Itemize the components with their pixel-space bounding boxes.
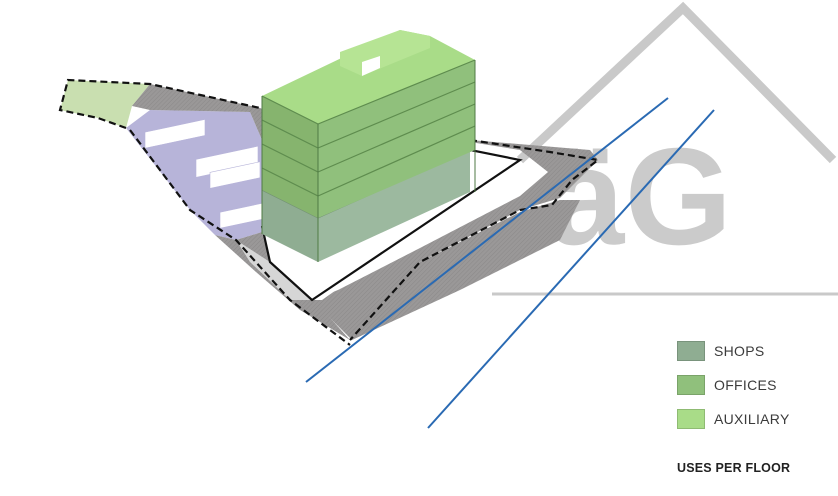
offices-swatch: [677, 375, 705, 395]
pavement-grey: [236, 240, 312, 300]
shops-front: [318, 150, 470, 262]
logo-text: äG: [548, 120, 732, 274]
parking-bays: [144, 119, 265, 229]
garden-area: [60, 80, 150, 128]
legend: SHOPS OFFICES AUXILIARY: [677, 340, 827, 442]
legend-label: SHOPS: [714, 343, 765, 359]
property-dashed-boundary: [58, 78, 601, 346]
auxiliary-swatch: [677, 409, 705, 429]
legend-item-shops: SHOPS: [677, 340, 827, 362]
roof-outline: [516, 1, 837, 164]
legend-label: AUXILIARY: [714, 411, 790, 427]
legend-item-offices: OFFICES: [677, 374, 827, 396]
legend-title: USES PER FLOOR: [677, 461, 791, 475]
lower-road: [312, 200, 580, 340]
legend-item-auxiliary: AUXILIARY: [677, 408, 827, 430]
street-lines: [305, 97, 715, 429]
shops-side: [262, 190, 318, 262]
building: [261, 30, 476, 262]
auxiliary-top: [262, 30, 475, 124]
shops-swatch: [677, 341, 705, 361]
legend-label: OFFICES: [714, 377, 777, 393]
